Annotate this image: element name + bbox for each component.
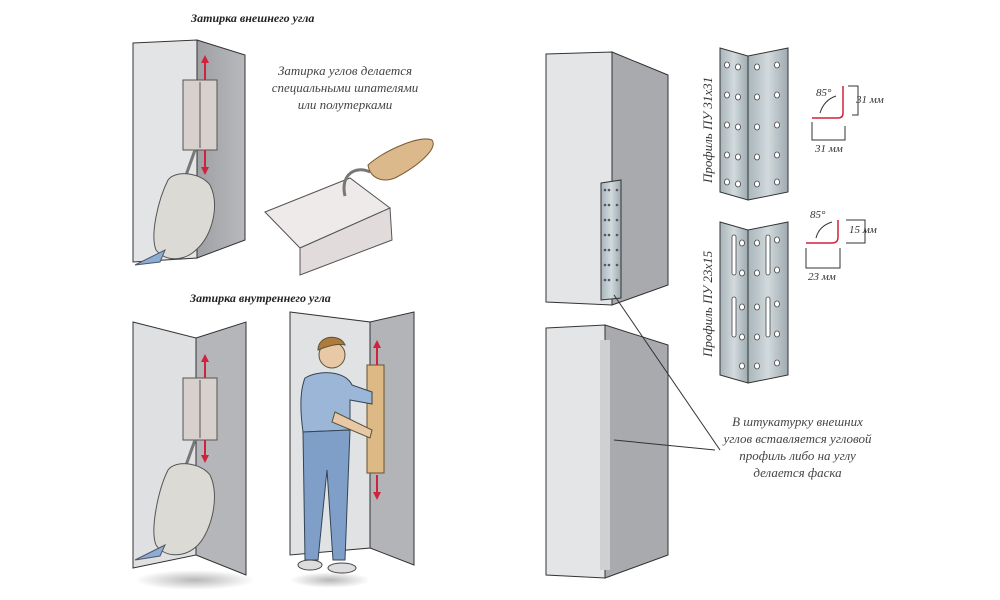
heading-internal-corner: Затирка внутреннего угла xyxy=(190,291,331,305)
profile-note-line: В штукатурку внешних xyxy=(732,414,863,429)
trowel-note: Затирка углов делается специальными шпат… xyxy=(255,62,435,113)
wall-with-chamfer-illustration xyxy=(545,324,669,579)
leader-line xyxy=(613,294,721,451)
wall-with-profile-illustration xyxy=(545,51,669,306)
plaster-float xyxy=(366,364,385,474)
profile-23x15-illustration xyxy=(719,219,866,384)
profile-note-line: делается фаска xyxy=(753,465,842,480)
profile-cross-section xyxy=(812,86,844,119)
gloved-hand-icon xyxy=(153,173,215,260)
angle-trowel-illustration xyxy=(264,138,434,276)
profile-23x15-height: 15 мм xyxy=(849,224,877,236)
profile-31x31-height: 31 мм xyxy=(856,94,884,106)
profile-note: В штукатурку внешних углов вставляется у… xyxy=(705,413,890,481)
trowel-note-line: специальными шпателями xyxy=(271,80,419,95)
worker-illustration xyxy=(289,311,415,588)
profile-31x31-angle: 85° xyxy=(816,87,832,99)
profile-31x31-illustration xyxy=(719,47,859,201)
profile-31x31-label: Профиль ПУ 31х31 xyxy=(700,76,715,183)
profile-note-line: профиль либо на углу xyxy=(739,448,856,463)
profile-23x15-label: Профиль ПУ 23х15 xyxy=(700,250,715,357)
external-corner-illustration xyxy=(132,39,246,266)
profile-31x31-width: 31 мм xyxy=(815,143,843,155)
trowel-note-line: Затирка углов делается xyxy=(277,63,413,78)
profile-note-line: углов вставляется угловой xyxy=(723,431,872,446)
wooden-handle xyxy=(367,138,434,181)
profile-holes xyxy=(603,188,619,282)
corner-profile-strip xyxy=(600,179,622,301)
heading-external-corner: Затирка внешнего угла xyxy=(191,11,315,25)
profile-23x15-angle: 85° xyxy=(810,209,826,221)
internal-corner-illustration xyxy=(132,321,255,590)
profile-23x15-width: 23 мм xyxy=(808,271,836,283)
leader-line xyxy=(613,439,716,451)
trowel-note-line: или полутерками xyxy=(297,97,393,112)
